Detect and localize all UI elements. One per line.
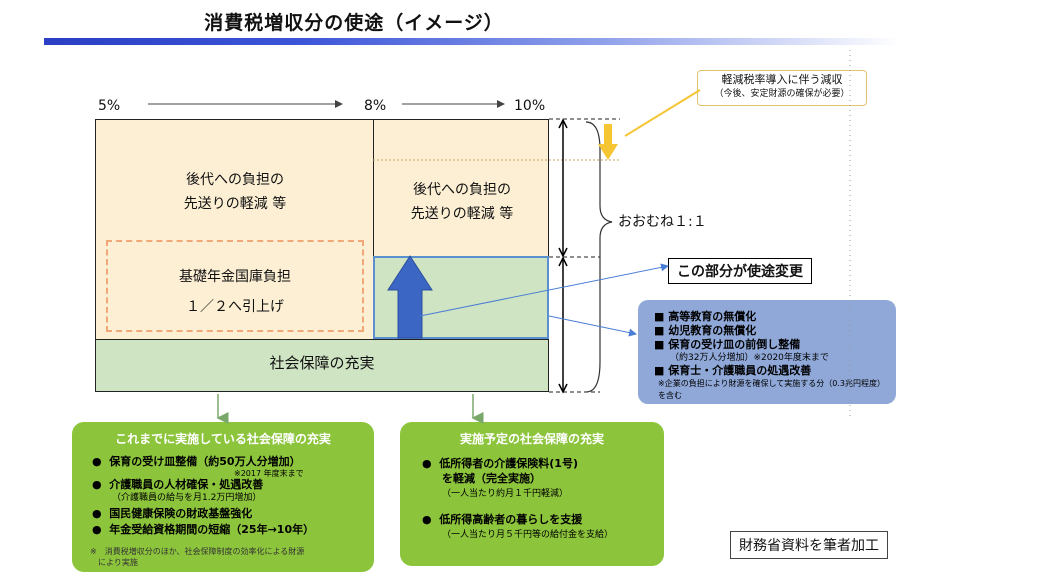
panel-pointer-line [548, 315, 637, 337]
ratio-curly-brace [585, 121, 613, 393]
upper-span-arrow-head-bottom [558, 247, 568, 258]
blue-item-worker-note: ※企業の負担により財源を確保して実施する分（0.3兆円程度）を含む [658, 379, 886, 400]
percent-label-8: 8% [364, 98, 387, 114]
social-security-label: 社会保障の充実 [269, 354, 375, 372]
left-burden-block [95, 119, 373, 339]
blue-item-childcare-note: （約32万人分増加）※2020年度末まで [670, 353, 829, 363]
upper-span-arrow-head-top [558, 118, 568, 129]
percent-label-10: 10% [514, 98, 546, 114]
implemented-item-health-insurance: ● 国民健康保険の財政基盤強化 [92, 507, 253, 520]
implemented-item-pension-period: ● 年金受給資格期間の短縮（25年→10年） [92, 523, 315, 536]
planned-measures-panel: 実施予定の社会保障の充実 ● 低所得者の介護保険料(1号) を軽減（完全実施） … [400, 422, 664, 566]
right-burden-block [373, 119, 549, 257]
callout-pointer-line [419, 263, 669, 317]
implemented-item-care-workers-sub: （介護職員の給与を月1.2万円増加） [112, 493, 262, 503]
page-title: 消費税増収分の使途（イメージ） [204, 12, 504, 34]
percent-label-5: 5% [98, 98, 121, 114]
right-burden-text: 後代への負担の 先送りの軽減 等 [410, 182, 514, 222]
source-label: 財務省資料を筆者加工 [730, 531, 888, 559]
planned-panel-title: 実施予定の社会保障の充実 [459, 432, 604, 446]
yellow-pointer-line [624, 89, 701, 137]
education-childcare-panel: ■ 高等教育の無償化 ■ 幼児教育の無償化 ■ 保育の受け皿の前倒し整備 （約3… [638, 300, 896, 404]
title-bar [44, 38, 900, 45]
blue-item-early-education: ■ 幼児教育の無償化 [654, 324, 757, 337]
planned-item-elderly-support: ● 低所得高齢者の暮らしを支援 [422, 513, 583, 526]
lower-span-arrow-head-top [558, 256, 568, 267]
planned-item-care-premium: ● 低所得者の介護保険料(1号) [422, 457, 578, 470]
implemented-measures-panel: これまでに実施している社会保障の充実 ● 保育の受け皿整備（約50万人分増加） … [72, 422, 374, 572]
planned-item-elderly-support-sub: （一人当たり月５千円等の給付金を支給） [442, 530, 614, 540]
big-blue-up-arrow [387, 255, 433, 339]
implemented-item-childcare: ● 保育の受け皿整備（約50万人分増加） [92, 455, 301, 468]
yellow-down-arrow-head [598, 144, 618, 160]
implemented-item-care-workers: ● 介護職員の人材確保・処遇改善 [92, 478, 264, 491]
social-security-block [95, 339, 549, 392]
usage-change-callout: この部分が使途変更 [668, 258, 812, 284]
implemented-item-childcare-note: ※2017 年度末まで [234, 469, 304, 478]
lower-span-arrow-head-bottom [558, 383, 568, 394]
blue-item-higher-education: ■ 高等教育の無償化 [654, 310, 757, 323]
pension-dashed-box [106, 240, 364, 332]
implemented-panel-title: これまでに実施している社会保障の充実 [115, 432, 331, 446]
yellow-down-arrow-body [604, 124, 612, 146]
pension-text: 基礎年金国庫負担 １／２へ引上げ [179, 269, 291, 315]
implemented-footnote: ※ 消費税増収分のほか、社会保障制度の効率化による財源 により実施 [90, 547, 305, 567]
reduction-note: 軽減税率導入に伴う減収 （今後、安定財源の確保が必要） [697, 70, 867, 106]
ratio-label: おおむね１:１ [618, 214, 707, 230]
planned-item-care-premium-sub: （一人当たり約月１千円軽減） [442, 489, 569, 499]
left-burden-text: 後代への負担の 先送りの軽減 等 [183, 172, 287, 212]
blue-item-worker-treatment: ■ 保育士・介護職員の処遇改善 [654, 364, 812, 377]
planned-item-care-premium-b: を軽減（完全実施） [442, 472, 541, 485]
blue-item-childcare-capacity: ■ 保育の受け皿の前倒し整備 [654, 338, 801, 351]
